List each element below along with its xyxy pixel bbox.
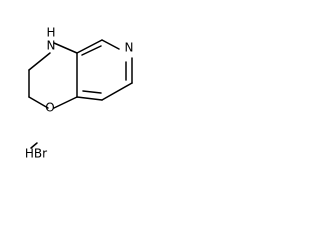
pyridine-n-label: N [125, 41, 134, 55]
bond-ring-e [53, 96, 78, 109]
oxygen-label: O [45, 101, 54, 115]
molecule-structure: N H N O HBr [25, 26, 134, 161]
nh-h-label: H [46, 26, 55, 40]
h-br-bond [30, 142, 38, 149]
bond-pyr-e [76, 96, 103, 101]
bond-pyr-a [76, 39, 103, 54]
bond-ring-c [28, 96, 49, 109]
bond-ring-d [53, 42, 78, 54]
bond-pyr-e-inner [82, 90, 102, 94]
bond-pyr-b [101, 39, 120, 50]
hbr-label: HBr [25, 147, 47, 161]
bond-ring-b [28, 52, 51, 71]
nh-n-label: N [47, 39, 56, 53]
bond-pyr-a-inner [81, 45, 102, 56]
bond-pyr-d [101, 82, 133, 101]
